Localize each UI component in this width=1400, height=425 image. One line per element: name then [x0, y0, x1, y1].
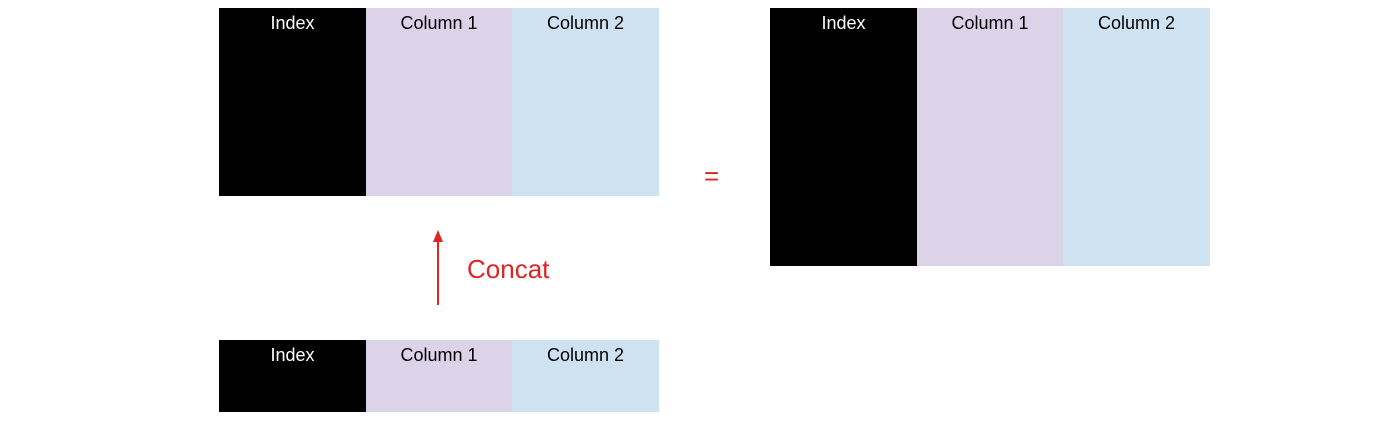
bottom-table-index-column: Index — [219, 340, 366, 412]
result-table-column-1: Column 1 — [917, 8, 1063, 266]
top-table-column-1: Column 1 — [366, 8, 512, 196]
bottom-table-index-header: Index — [270, 345, 315, 365]
result-table-column-2-header: Column 2 — [1097, 13, 1176, 33]
result-table-column-1-header: Column 1 — [951, 13, 1029, 33]
top-table-index-column: Index — [219, 8, 366, 196]
top-table-column-1-header: Column 1 — [400, 13, 478, 33]
result-table-index-header: Index — [821, 13, 866, 33]
bottom-table-column-2: Column 2 — [512, 340, 659, 412]
result-table-column-2: Column 2 — [1063, 8, 1210, 266]
bottom-table-column-1: Column 1 — [366, 340, 512, 412]
top-table-column-2: Column 2 — [512, 8, 659, 196]
result-table-index-column: Index — [770, 8, 917, 266]
up-arrow-icon — [433, 230, 443, 305]
concat-label: Concat — [467, 254, 550, 284]
result-table: Index Column 1 Column 2 — [770, 8, 1210, 266]
bottom-table-column-1-header: Column 1 — [400, 345, 478, 365]
equals-sign: = — [704, 161, 720, 191]
bottom-table: Index Column 1 Column 2 — [219, 340, 659, 412]
bottom-table-column-2-header: Column 2 — [546, 345, 625, 365]
top-table-index-header: Index — [270, 13, 315, 33]
top-table-column-2-header: Column 2 — [546, 13, 625, 33]
top-table: Index Column 1 Column 2 — [219, 8, 659, 196]
